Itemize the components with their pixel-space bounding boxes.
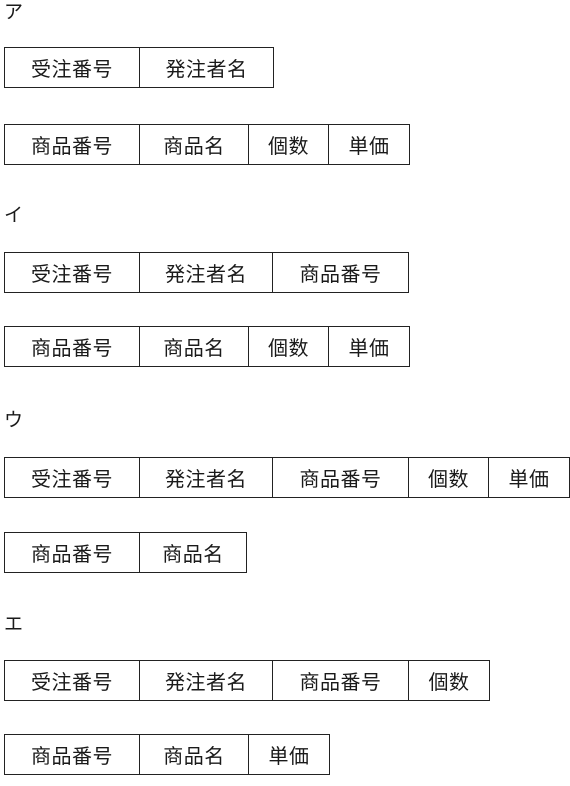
table-product-i: 商品番号 商品名 個数 単価: [4, 326, 410, 367]
table-cell: 商品番号: [5, 533, 140, 572]
table-cell: 商品名: [140, 735, 249, 774]
table-cell: 発注者名: [140, 253, 273, 292]
table-cell: 受注番号: [5, 661, 140, 700]
table-product-u: 商品番号 商品名: [4, 532, 247, 573]
table-cell: 受注番号: [5, 253, 140, 292]
option-label-u: ウ: [4, 409, 24, 431]
table-cell: 商品番号: [5, 125, 140, 164]
table-cell: 商品名: [140, 125, 249, 164]
table-cell: 単価: [268, 744, 310, 768]
table-cell: 商品番号: [273, 661, 409, 700]
option-label-i: イ: [4, 204, 24, 226]
table-cell: 発注者名: [165, 57, 248, 81]
table-order-a: 受注番号 発注者名: [4, 47, 274, 88]
table-cell: 単価: [348, 336, 390, 360]
table-cell: 発注者名: [140, 661, 273, 700]
table-product-a: 商品番号 商品名 個数 単価: [4, 124, 410, 165]
table-cell: 受注番号: [5, 458, 140, 497]
table-cell: 商品番号: [273, 458, 409, 497]
table-cell: 単価: [348, 134, 390, 158]
table-order-i: 受注番号 発注者名 商品番号: [4, 252, 409, 293]
table-cell: 個数: [249, 125, 329, 164]
table-cell: 個数: [409, 458, 489, 497]
table-cell: 商品番号: [299, 262, 382, 286]
table-cell: 受注番号: [5, 48, 140, 87]
table-cell: 個数: [249, 327, 329, 366]
option-label-e: エ: [4, 613, 24, 635]
table-cell: 単価: [508, 467, 550, 491]
table-cell: 商品名: [140, 327, 249, 366]
option-label-a: ア: [4, 1, 24, 23]
table-cell: 個数: [428, 670, 470, 694]
table-product-e: 商品番号 商品名 単価: [4, 734, 330, 775]
table-cell: 商品名: [162, 542, 224, 566]
table-cell: 商品番号: [5, 327, 140, 366]
table-order-u: 受注番号 発注者名 商品番号 個数 単価: [4, 457, 570, 498]
table-cell: 商品番号: [5, 735, 140, 774]
table-cell: 発注者名: [140, 458, 273, 497]
table-order-e: 受注番号 発注者名 商品番号 個数: [4, 660, 490, 701]
